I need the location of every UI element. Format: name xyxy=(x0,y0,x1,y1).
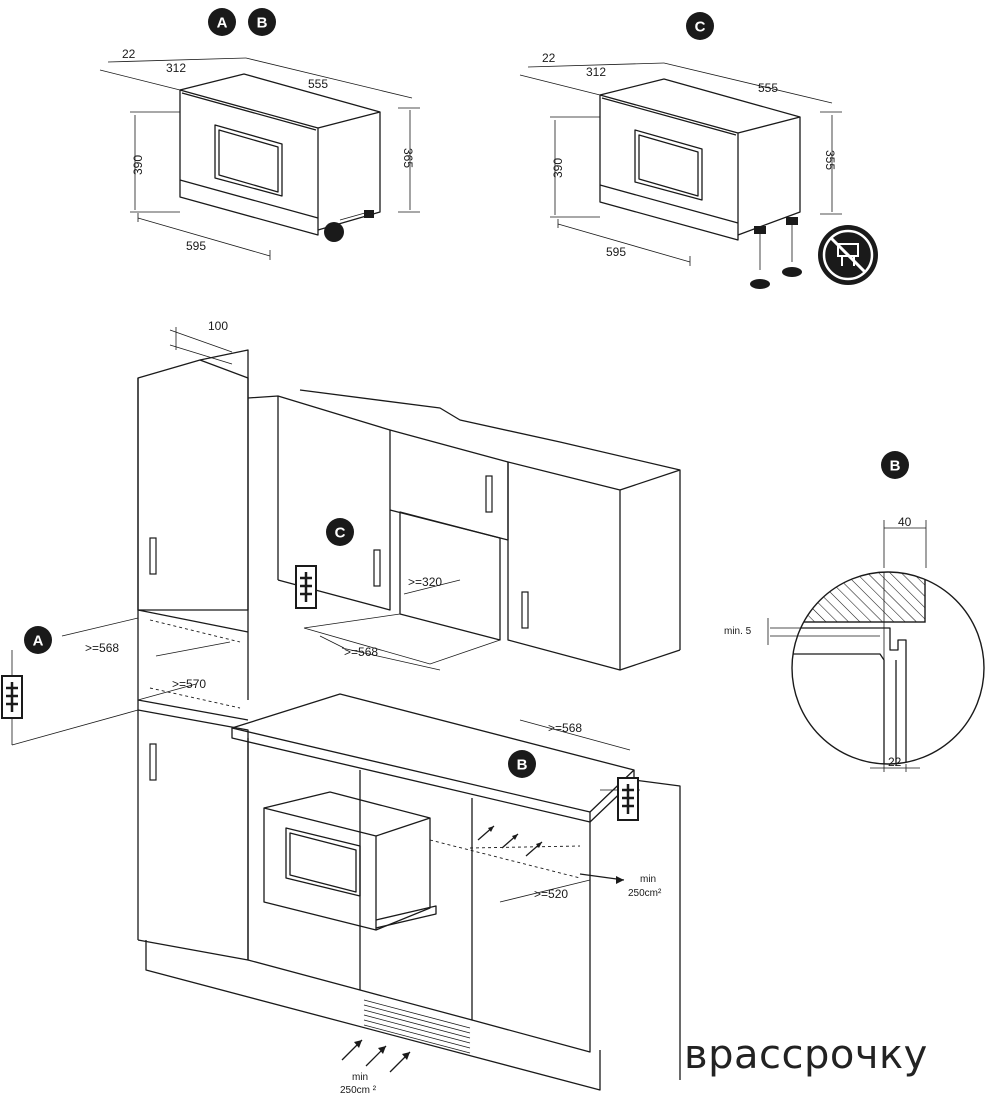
vent-right-line2: 250cm² xyxy=(628,888,662,899)
oven-dimension-view-c: C 22 312 555 390 355 595 xyxy=(519,12,878,289)
detail-gap-label: min. 5 xyxy=(724,626,752,637)
dim-312-c: 312 xyxy=(586,65,606,79)
badge-a-kitchen: A xyxy=(24,626,52,654)
dim-365-a: 365 xyxy=(401,148,415,168)
badge-b-detail: B xyxy=(881,451,909,479)
svg-text:B: B xyxy=(890,458,901,475)
dim-390-a: 390 xyxy=(131,155,145,175)
svg-text:B: B xyxy=(257,15,268,32)
dim-a-depth: >=570 xyxy=(172,677,206,691)
svg-text:C: C xyxy=(335,525,346,542)
badge-c-kitchen: C xyxy=(326,518,354,546)
dim-555-a: 555 xyxy=(308,77,328,91)
watermark-text: врассрочку xyxy=(684,1032,928,1078)
dim-312-a: 312 xyxy=(166,61,186,75)
vent-right-line1: min xyxy=(640,874,656,885)
dim-c-width: >=568 xyxy=(344,645,378,659)
kitchen-installation-view: 100 xyxy=(1,319,681,1096)
dim-555-c: 555 xyxy=(758,81,778,95)
detail-dim-40: 40 xyxy=(898,515,912,529)
dim-a-width: >=568 xyxy=(85,641,119,655)
vent-bottom-line1: min xyxy=(352,1072,368,1083)
dim-22-c: 22 xyxy=(542,51,556,65)
vent-bottom-line2: 250cm ² xyxy=(340,1085,377,1096)
dim-355-c: 355 xyxy=(823,150,837,170)
detail-b-view: B 40 min. 5 22 xyxy=(724,451,985,772)
screw-symbol-b xyxy=(617,777,639,821)
dim-b-depth: >=520 xyxy=(534,887,568,901)
badge-b: B xyxy=(248,8,276,36)
vent-grille xyxy=(363,999,471,1054)
detail-dim-22: 22 xyxy=(888,755,902,769)
svg-text:B: B xyxy=(517,757,528,774)
svg-text:C: C xyxy=(695,19,706,36)
svg-text:A: A xyxy=(33,633,44,650)
screw-symbol-a xyxy=(1,675,23,719)
no-feet-prohibited-icon xyxy=(818,225,878,285)
dim-595-a: 595 xyxy=(186,239,206,253)
dim-c-depth: >=320 xyxy=(408,575,442,589)
dim-595-c: 595 xyxy=(606,245,626,259)
dim-22-a: 22 xyxy=(122,47,136,61)
dim-100: 100 xyxy=(208,319,228,333)
dim-b-width: >=568 xyxy=(548,721,582,735)
badge-c-top: C xyxy=(686,12,714,40)
svg-text:A: A xyxy=(217,15,228,32)
dim-390-c: 390 xyxy=(551,158,565,178)
oven-dimension-view-a-b: A B 22 312 555 390 365 595 xyxy=(99,8,420,260)
screw-symbol-c xyxy=(295,565,317,609)
badge-a: A xyxy=(208,8,236,36)
badge-b-kitchen: B xyxy=(508,750,536,778)
